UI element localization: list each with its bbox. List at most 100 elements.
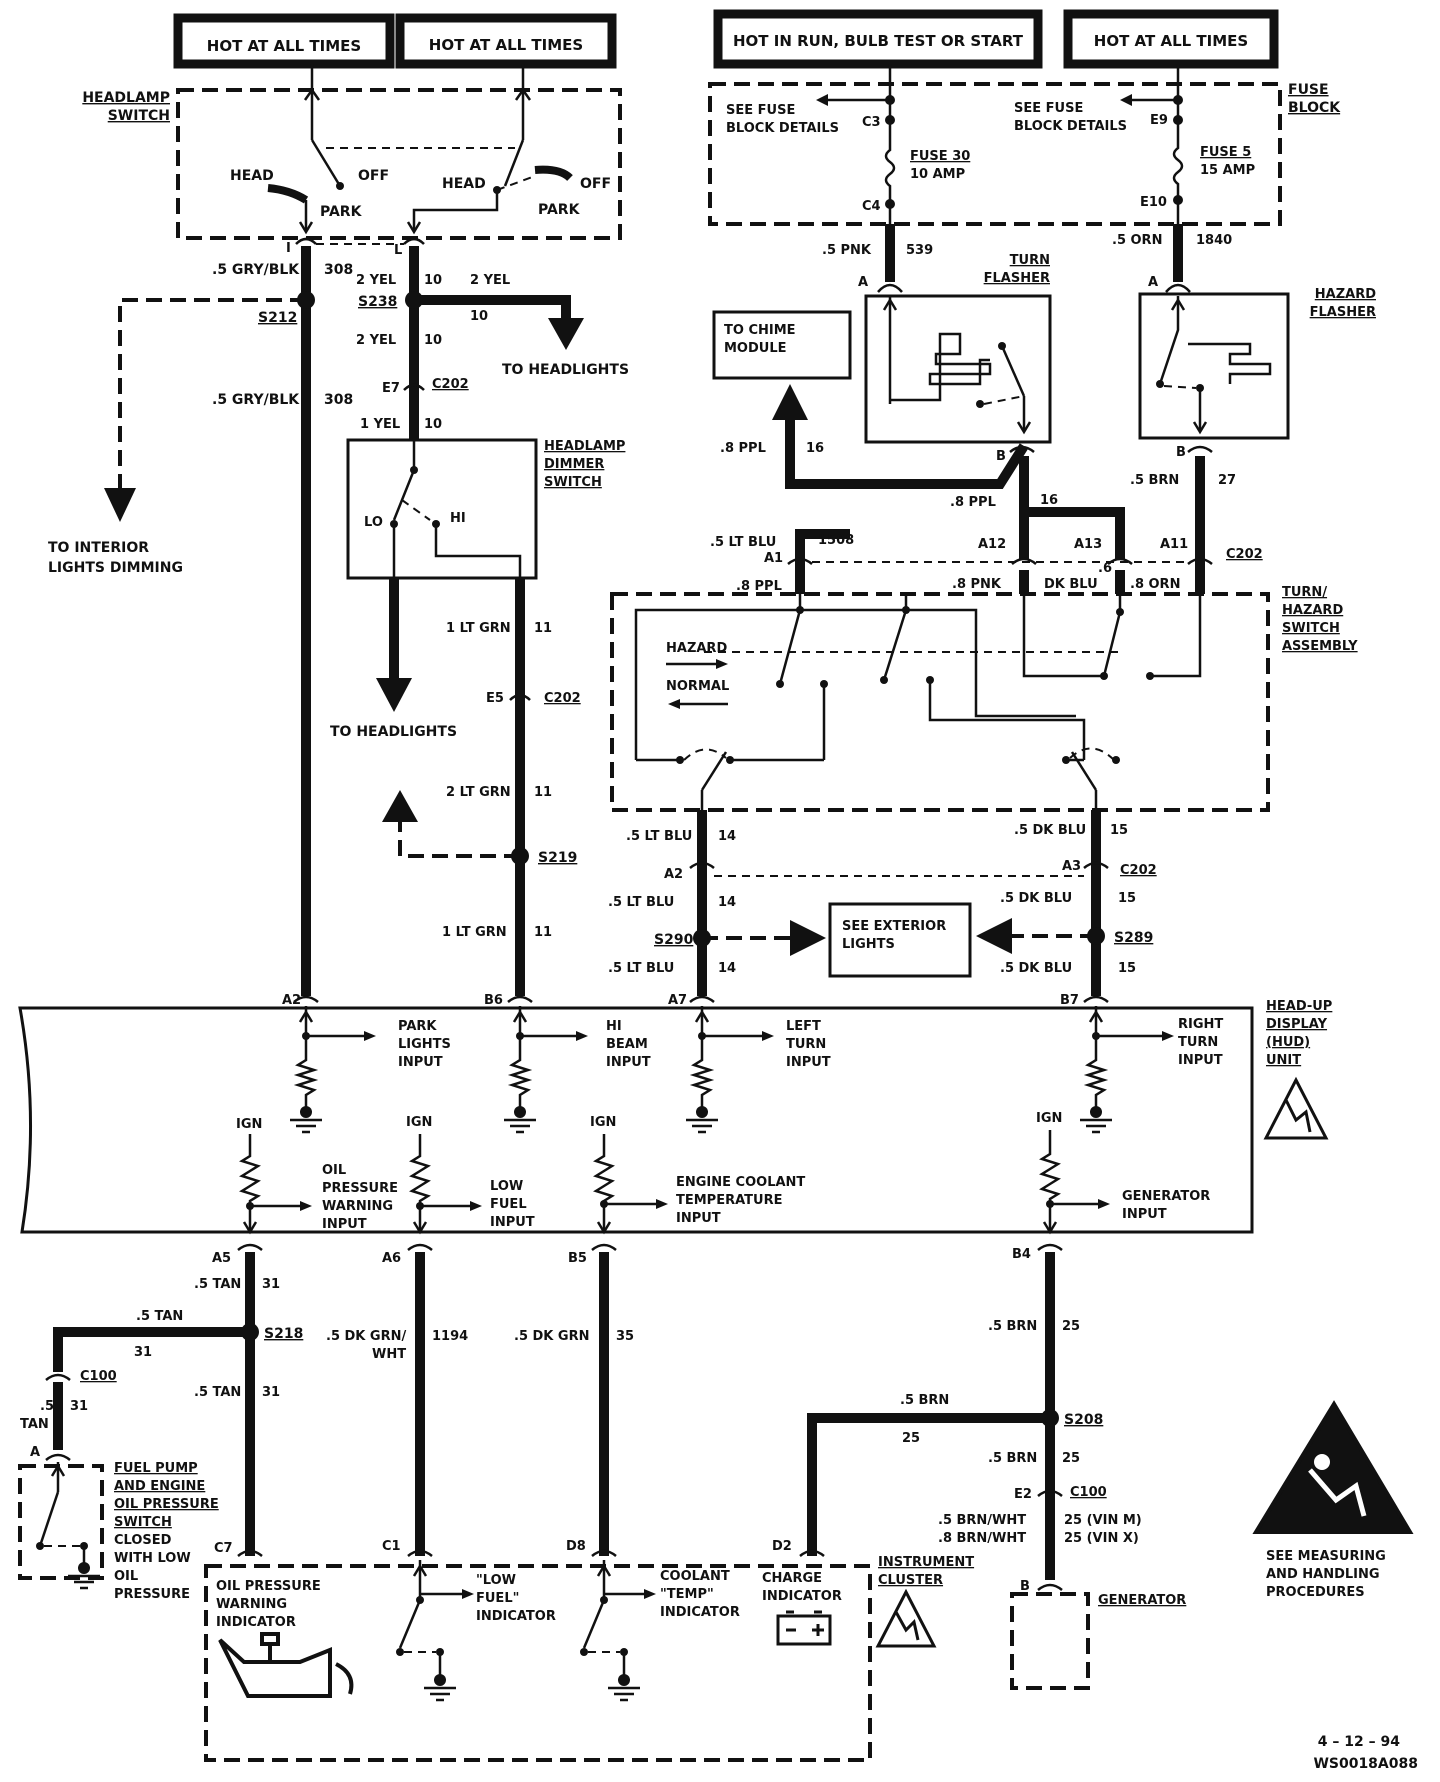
turn-hazard-switch-assembly: TURN/ HAZARD SWITCH ASSEMBLY HAZARD <box>610 570 1358 812</box>
wire-10-circuit-a: 10 <box>424 273 442 288</box>
see-exterior-box <box>828 902 972 978</box>
generator-label: GENERATOR <box>1098 1593 1186 1608</box>
see-fuse-2-b: BLOCK DETAILS <box>1014 119 1127 134</box>
fuse30-b: 10 AMP <box>910 167 965 182</box>
hud-gen-1: GENERATOR <box>1122 1189 1210 1204</box>
turn-flasher-label-1: TURN <box>1010 253 1050 268</box>
splice-s208: S208 <box>1064 1412 1103 1428</box>
fuse-e9: E9 <box>1150 113 1168 128</box>
wire-16-circuit-a: 16 <box>806 441 824 456</box>
wire-31-circuit-a: 31 <box>262 1277 280 1292</box>
wire-16-circuit-b: 16 <box>1040 493 1058 508</box>
wire-1194-circuit: 1194 <box>432 1329 468 1344</box>
chime-label-2: MODULE <box>724 341 787 356</box>
hud-label-1: HEAD-UP <box>1266 999 1332 1014</box>
measuring-1: SEE MEASURING <box>1266 1549 1386 1564</box>
hud-conn-a6: A6 <box>382 1251 401 1266</box>
wire-16-label-a: .8 PPL <box>720 441 766 456</box>
wire-11-circuit-b: 11 <box>534 785 552 800</box>
hazard-flasher-label-1: HAZARD <box>1315 287 1376 302</box>
wire-10-circuit-e: 10 <box>424 417 442 432</box>
hud-coolant-2: TEMPERATURE <box>676 1193 782 1208</box>
wire-1840-label: .5 ORN <box>1112 233 1162 248</box>
wire-25-label-b: .5 BRN <box>900 1393 949 1408</box>
hud-conn-a7: A7 <box>668 993 687 1008</box>
wire-308-label-a: .5 GRY/BLK <box>212 262 300 278</box>
wire-25-circuit-d: 25 (VIN M) <box>1064 1513 1142 1528</box>
conn-c1: C1 <box>382 1539 401 1554</box>
header-box-3 <box>713 9 1043 69</box>
chime-module-box <box>712 310 852 380</box>
hud-fuel-3: INPUT <box>490 1215 535 1230</box>
see-exterior-2: LIGHTS <box>842 937 895 952</box>
hud-hi-1: HI <box>606 1019 622 1034</box>
switch-park-2: PARK <box>538 202 581 218</box>
switch-off-1: OFF <box>358 168 389 184</box>
dimmer-switch: HEADLAMP DIMMER SWITCH LO HI <box>346 438 625 580</box>
header-box-4 <box>1063 9 1279 69</box>
instrument-cluster-outline <box>204 1564 872 1762</box>
conn-c202-a: C202 <box>432 377 469 392</box>
to-interior-2: LIGHTS DIMMING <box>48 560 183 576</box>
wire-27-circuit: 27 <box>1218 473 1236 488</box>
wire-14-circuit-b: 14 <box>718 895 736 910</box>
battery-icon <box>776 1610 832 1646</box>
fp-label-6: WITH LOW <box>114 1551 191 1566</box>
wire-15-label-b: .5 DK BLU <box>1000 891 1072 906</box>
hud-left-2: TURN <box>786 1037 826 1052</box>
to-headlights-2-group: TO HEADLIGHTS <box>330 578 457 740</box>
splice-s289: S289 <box>1114 930 1153 946</box>
dimmer-switch-box <box>346 438 538 580</box>
fp-label-3: OIL PRESSURE <box>114 1497 219 1512</box>
fuse-block-label-1: FUSE <box>1288 82 1329 98</box>
wire-31-label-c: .5 TAN <box>194 1385 241 1400</box>
fuse5-a: FUSE 5 <box>1200 145 1251 160</box>
fuse30-a: FUSE 30 <box>910 149 970 164</box>
conn-c100-a: C100 <box>80 1369 117 1384</box>
wire-10-circuit-c: 10 <box>470 309 488 324</box>
cluster-label-1: INSTRUMENT <box>878 1555 974 1570</box>
chime-label-1: TO CHIME <box>724 323 796 338</box>
splice-s238: S238 <box>358 294 397 310</box>
fuse-c3: C3 <box>862 115 881 130</box>
fp-label-1: FUEL PUMP <box>114 1461 198 1476</box>
wire-11-label-b: 2 LT GRN <box>446 785 511 800</box>
hud-hi-2: BEAM <box>606 1037 648 1052</box>
wire-11-label-c: 1 LT GRN <box>442 925 507 940</box>
hud-label-4: UNIT <box>1266 1053 1301 1068</box>
hud-left-1: LEFT <box>786 1019 821 1034</box>
conn-d2: D2 <box>772 1539 792 1554</box>
conn-fp-a: A <box>30 1445 40 1460</box>
header-boxes: HOT AT ALL TIMES HOT AT ALL TIMES HOT IN… <box>173 9 1279 69</box>
wire-25-circuit-a: 25 <box>1062 1319 1080 1334</box>
cluster-oil-3: INDICATOR <box>216 1615 296 1630</box>
hud-oil-1: OIL <box>322 1163 346 1178</box>
header-box-2 <box>395 13 617 69</box>
cluster-fuel-1: "LOW <box>476 1573 516 1588</box>
hud-conn-a5: A5 <box>212 1251 231 1266</box>
conn-a13: A13 <box>1074 537 1102 552</box>
conn-a-orn: A <box>1148 275 1158 290</box>
wire-10-label-d: 1 YEL <box>360 417 400 432</box>
wire-15-circuit-b: 15 <box>1118 891 1136 906</box>
wire-35-label: .5 DK GRN <box>514 1329 589 1344</box>
conn-gen-b: B <box>1020 1579 1030 1594</box>
hud-coolant-3: INPUT <box>676 1211 721 1226</box>
turn-flasher-box <box>864 294 1052 444</box>
measuring-handling: SEE MEASURING AND HANDLING PROCEDURES <box>1252 1400 1414 1600</box>
fp-label-7: OIL <box>114 1569 138 1584</box>
wire-1508-circuit: 1508 <box>818 533 854 548</box>
wire-31-label-d2: TAN <box>20 1417 49 1432</box>
esd-icon <box>1263 1076 1329 1140</box>
fuse-block-outline <box>708 82 1282 226</box>
hud-ign-3: IGN <box>590 1115 616 1130</box>
wire-orn-label: .8 ORN <box>1130 577 1180 592</box>
fuse-block-label-2: BLOCK <box>1288 100 1341 116</box>
wire-308-label-b: .5 GRY/BLK <box>212 392 300 408</box>
wire-31-label-a: .5 TAN <box>194 1277 241 1292</box>
dimmer-label-2: DIMMER <box>544 457 604 472</box>
turn-hazard-label-3: SWITCH <box>1282 621 1340 636</box>
hud-bottom-inputs: IGN OIL PRESSURE WARNING INPUT IGN LOW F… <box>236 1111 1210 1235</box>
conn-e7: E7 <box>382 381 400 396</box>
see-fuse-2-a: SEE FUSE <box>1014 101 1083 116</box>
